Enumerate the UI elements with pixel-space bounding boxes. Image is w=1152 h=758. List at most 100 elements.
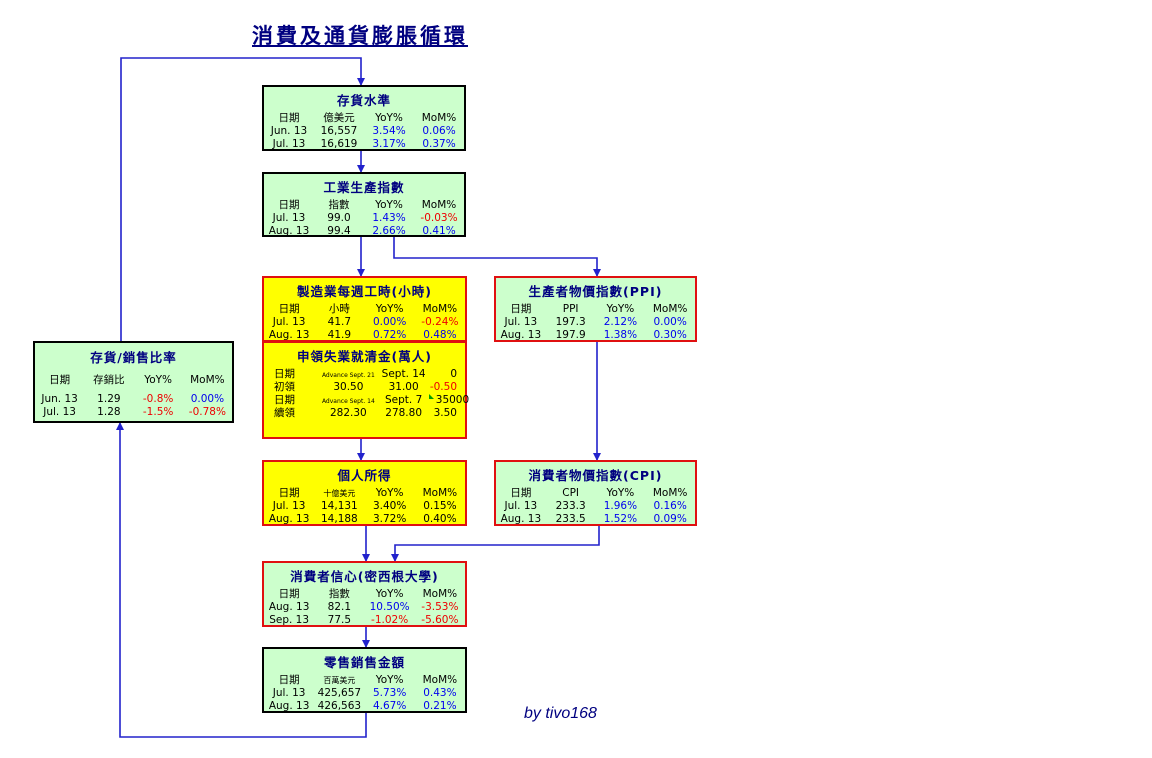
header-cell: CPI: [562, 487, 579, 499]
mom-cell: 0.43%: [423, 687, 457, 699]
change-cell: -0.50: [429, 381, 457, 393]
value-cell: 99.0: [327, 212, 351, 224]
value-cell: 1.29: [97, 393, 121, 405]
header-cell: 日期: [278, 112, 300, 124]
claims-title: 申領失業就清金(萬人): [297, 349, 432, 364]
mom-cell: 0.37%: [422, 138, 456, 150]
table-row: Jul. 13 197.3 2.12% 0.00%: [496, 316, 695, 329]
table-row: 日期 Advance Sept. 21 Sept. 14 0: [264, 368, 465, 381]
header-cell: YoY%: [144, 374, 173, 386]
income-title: 個人所得: [337, 468, 392, 483]
value-cell: 197.9: [555, 329, 586, 341]
table-row: Aug. 13 41.9 0.72% 0.48%: [264, 329, 465, 342]
industrial-table: 日期 指數 YoY% MoM% Jul. 13 99.0 1.43% -0.03…: [264, 199, 464, 238]
header-cell: 指數: [328, 199, 350, 211]
date-cell: Jul. 13: [272, 500, 306, 512]
header-cell: YoY%: [375, 199, 403, 211]
header-cell: 日期: [278, 487, 300, 499]
change-cell: 0: [450, 368, 457, 380]
yoy-cell: 10.50%: [369, 601, 410, 613]
retail-box: 零售銷售金額 日期 百萬美元 YoY% MoM% Jul. 13 425,657…: [262, 647, 467, 713]
yoy-cell: 1.38%: [603, 329, 638, 341]
value-cell: 233.3: [555, 500, 586, 512]
value-cell: 77.5: [327, 614, 352, 626]
yoy-cell: -1.5%: [142, 406, 174, 418]
mom-cell: 0.00%: [653, 316, 687, 328]
value-cell: 99.4: [327, 225, 351, 237]
mom-cell: 0.16%: [653, 500, 687, 512]
yoy-cell: 1.43%: [372, 212, 406, 224]
cpi-title: 消費者物價指數(CPI): [528, 468, 663, 483]
header-cell: YoY%: [375, 588, 404, 600]
table-row: Sep. 13 77.5 -1.02% -5.60%: [264, 614, 465, 627]
arrow-ratio-to-inventory: [120, 57, 365, 341]
period-cell: Advance Sept. 14: [318, 394, 378, 407]
value-cell: 14,131: [321, 500, 358, 512]
date-cell: Aug. 13: [268, 601, 310, 613]
header-cell: YoY%: [606, 303, 635, 315]
header-cell: MoM%: [422, 303, 458, 315]
arrow-cpi-to-sentiment: [391, 525, 600, 562]
date-cell: Jul. 13: [43, 406, 76, 418]
table-row: Jul. 13 16,619 3.17% 0.37%: [264, 138, 464, 151]
row-label: 續領: [274, 407, 295, 419]
header-cell: MoM%: [422, 588, 458, 600]
date-cell: Aug. 13: [268, 329, 310, 341]
period-cell: Sept. 7: [385, 394, 423, 406]
sentiment-table: 日期 指數 YoY% MoM% Aug. 13 82.1 10.50% -3.5…: [264, 588, 465, 627]
value-cell: 1.28: [97, 406, 121, 418]
yoy-cell: 3.72%: [372, 513, 407, 525]
table-row: Jul. 13 99.0 1.43% -0.03%: [264, 212, 464, 225]
yoy-cell: 1.52%: [603, 513, 638, 525]
mom-cell: 0.48%: [423, 329, 457, 341]
header-cell: 小時: [328, 303, 350, 315]
diagram-title: 消費及通貨膨脹循環: [252, 23, 468, 48]
value-cell: 41.9: [327, 329, 352, 341]
row-label: 日期: [274, 394, 295, 406]
header-cell: YoY%: [375, 112, 403, 124]
table-row: 日期 Advance Sept. 14 Sept. 7 35000: [264, 394, 469, 407]
header-cell: YoY%: [375, 674, 404, 686]
header-cell: 存銷比: [93, 374, 125, 386]
period-cell: Advance Sept. 21: [318, 368, 378, 381]
claims-table: 日期 Advance Sept. 21 Sept. 14 0 初領 30.50 …: [264, 368, 469, 420]
mom-cell: -0.24%: [421, 316, 459, 328]
header-cell: MoM%: [422, 674, 458, 686]
header-cell: 日期: [49, 374, 71, 386]
table-row: Jul. 13 41.7 0.00% -0.24%: [264, 316, 465, 329]
header-cell: MoM%: [190, 374, 225, 386]
mom-cell: 0.09%: [653, 513, 687, 525]
header-cell: 指數: [328, 588, 350, 600]
header-cell: 日期: [510, 303, 532, 315]
date-cell: Jul. 13: [272, 687, 306, 699]
header-cell: MoM%: [421, 112, 457, 124]
table-row: Aug. 13 14,188 3.72% 0.40%: [264, 513, 465, 526]
value-cell: 16,619: [320, 138, 358, 150]
row-label: 日期: [274, 368, 295, 380]
header-cell: 百萬美元: [323, 676, 356, 685]
date-cell: Jul. 13: [272, 138, 306, 150]
ratio-title: 存貨/銷售比率: [90, 350, 177, 365]
mom-cell: -0.03%: [420, 212, 458, 224]
inventory-title: 存貨水準: [336, 93, 391, 108]
table-header-row: 日期 億美元 YoY% MoM%: [264, 112, 464, 125]
header-cell: YoY%: [375, 303, 404, 315]
ratio-box: 存貨/銷售比率 日期 存銷比 YoY% MoM% Jun. 13 1.29 -0…: [33, 341, 234, 423]
date-cell: Aug. 13: [500, 513, 542, 525]
row-label: 初領: [274, 381, 295, 393]
header-cell: 日期: [278, 588, 300, 600]
date-cell: Jul. 13: [272, 212, 306, 224]
table-header-row: 日期 指數 YoY% MoM%: [264, 588, 465, 601]
header-cell: 億美元: [323, 112, 355, 124]
date-cell: Jul. 13: [504, 500, 538, 512]
inventory-box: 存貨水準 日期 億美元 YoY% MoM% Jun. 13 16,557 3.5…: [262, 85, 466, 151]
header-cell: MoM%: [652, 487, 688, 499]
advance-label: Advance Sept. 21: [321, 372, 375, 379]
value-cell: 82.1: [327, 601, 352, 613]
table-row: Jul. 13 425,657 5.73% 0.43%: [264, 687, 465, 700]
date-cell: Jul. 13: [504, 316, 538, 328]
header-cell: 十億美元: [323, 489, 356, 498]
arrow-retail-to-ratio: [116, 422, 367, 738]
change-cell: 3.50: [433, 407, 457, 419]
ratio-table: 日期 存銷比 YoY% MoM% Jun. 13 1.29 -0.8% 0.00…: [35, 374, 232, 419]
